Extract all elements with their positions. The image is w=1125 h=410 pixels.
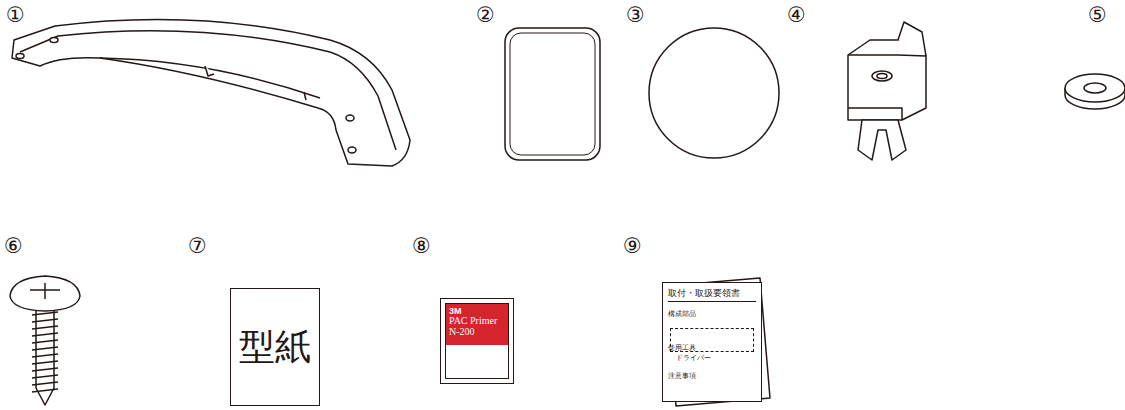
template-sheet: 型紙 — [230, 288, 320, 406]
node-text: 取付・取扱要領書 — [668, 288, 756, 302]
round-pad — [649, 28, 779, 158]
callout-number: ③ — [626, 5, 645, 26]
node-text: 注意事項 — [668, 372, 756, 380]
callout-number: ⑦ — [188, 236, 207, 257]
callout-number: ② — [476, 5, 495, 26]
node-text: PAC Primer N-200 — [449, 316, 507, 337]
callout-number: ① — [6, 5, 25, 26]
node-text: 構成部品 — [668, 310, 756, 318]
node-text: 3M — [449, 306, 509, 316]
callout-number: ⑤ — [1088, 5, 1107, 26]
node-text: 使用工具 — [668, 344, 756, 352]
callout-number: ④ — [787, 5, 806, 26]
washer-part — [1065, 74, 1125, 109]
spoiler-part — [12, 20, 410, 166]
node-text: ドライバー — [668, 354, 756, 362]
clip-part — [848, 22, 926, 160]
callout-number: ⑧ — [412, 236, 431, 257]
primer-packet: 3MPAC Primer N-200 — [440, 298, 514, 384]
node-text: 型紙 — [239, 323, 311, 372]
screw-part — [10, 276, 80, 405]
callout-number: ⑥ — [4, 236, 23, 257]
callout-number: ⑨ — [623, 236, 642, 257]
adhesive-pad — [505, 28, 600, 160]
instruction-manual: 取付・取扱要領書構成部品使用工具ドライバー注意事項 — [662, 282, 762, 402]
